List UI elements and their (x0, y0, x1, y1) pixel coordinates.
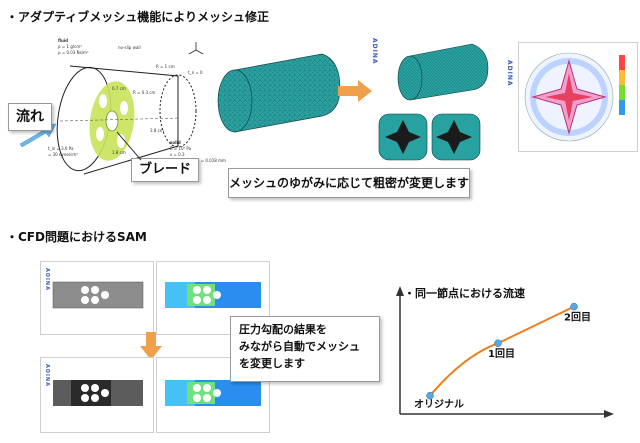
cfd-mesh-panel-bottom: ADINA (40, 357, 154, 433)
section1-title: ・アダプティブメッシュ機能によりメッシュ修正 (6, 10, 270, 24)
flow-label: 流れ (16, 109, 44, 125)
adina-logo: ADINA (44, 364, 50, 387)
blade-pipe-diagram (19, 42, 204, 175)
solid-title: solid (170, 140, 181, 145)
sam-note-line-3: を変更します (239, 357, 305, 370)
mesh-cut-section-right (431, 113, 481, 161)
flow-label-box: 流れ (8, 103, 52, 131)
adina-logo: ADINA (506, 60, 513, 87)
fluid-title: fluid (58, 38, 69, 43)
data-point (494, 339, 502, 347)
length-label: 3.8 cm (150, 128, 164, 133)
dim-label-1: 0.7 cm (112, 86, 126, 91)
section2-title: ・CFD問題におけるSAM (6, 230, 147, 244)
dim-label-2: 1.8 cm (112, 150, 126, 155)
cfd-mesh-image-bottom (53, 380, 143, 406)
fluid-props: ρ = 1 g/cm³ μ = 0.03 Ns/m² (58, 44, 89, 55)
blade-pointer-line (116, 131, 142, 161)
meshed-cylinder-original (217, 53, 341, 133)
y-axis-arrow (396, 286, 404, 296)
remesh-caption: メッシュのゆがみに応じて粗密が変更します (229, 176, 470, 190)
data-point (426, 391, 434, 400)
data-label: 2回目 (564, 312, 591, 324)
no-slip-label: no-slip wall (118, 45, 141, 50)
mesh-cut-section-left (378, 113, 428, 161)
cfd-pressure-image-bottom (165, 380, 261, 406)
remesh-caption-box: メッシュのゆがみに応じて粗密が変更します (228, 168, 470, 198)
cfd-mesh-panel-top: ADINA (40, 261, 154, 335)
t-zero-label: t_n = 0 (188, 70, 203, 75)
inlet-label: t_in = 3.0 Pa = 30 dyne/cm² (48, 146, 78, 157)
x-axis-arrow (604, 410, 614, 418)
chart-title: ・同一節点における流速 (404, 287, 525, 300)
radius-inner-label: R = 0.3 cm (133, 90, 156, 95)
data-point (570, 302, 578, 311)
remesh-arrow-icon (338, 80, 372, 102)
sam-note-line-1: 圧力勾配の結果を (239, 323, 327, 336)
blade-label: ブレード (138, 162, 191, 177)
radius-outer-label: R = 1 cm (156, 64, 175, 69)
adina-logo: ADINA (44, 268, 50, 291)
cfd-pressure-image-top (165, 282, 261, 308)
cfd-mesh-image-top (52, 281, 144, 309)
meshed-cylinder-remeshed (397, 43, 489, 101)
velocity-contour-plot (524, 52, 625, 142)
sam-note-box: 圧力勾配の結果を みながら自動でメッシュ を変更します (230, 316, 380, 382)
blade-label-box: ブレード (131, 158, 199, 182)
velocity-contour-panel (518, 42, 638, 152)
data-label: 1回目 (488, 348, 515, 360)
flow-velocity-chart: オリジナル 1回目 2回目 (396, 286, 614, 418)
sam-note-line-2: みながら自動でメッシュ (239, 340, 360, 353)
adina-logo: ADINA (371, 38, 378, 65)
data-label: オリジナル (414, 399, 464, 411)
down-arrow-icon (140, 332, 162, 360)
